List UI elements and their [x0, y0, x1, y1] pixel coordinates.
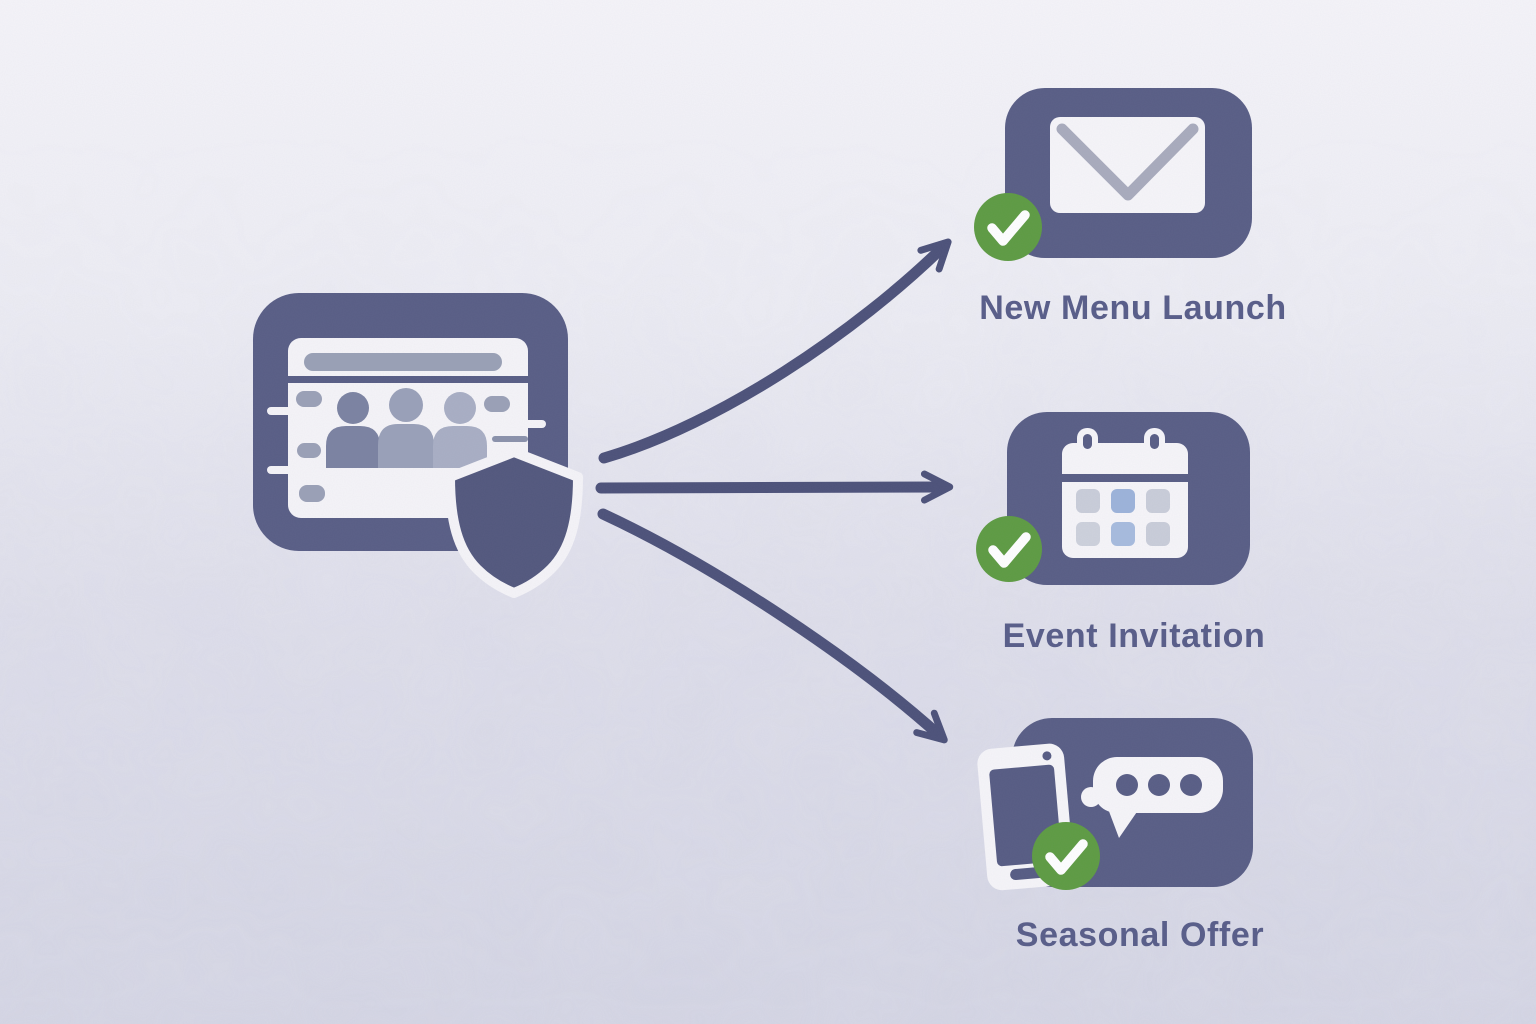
- campaign-label-new-menu-launch: New Menu Launch: [979, 289, 1287, 327]
- campaign-label-event-invitation: Event Invitation: [1002, 617, 1266, 655]
- campaign-label-seasonal-offer: Seasonal Offer: [1015, 916, 1265, 954]
